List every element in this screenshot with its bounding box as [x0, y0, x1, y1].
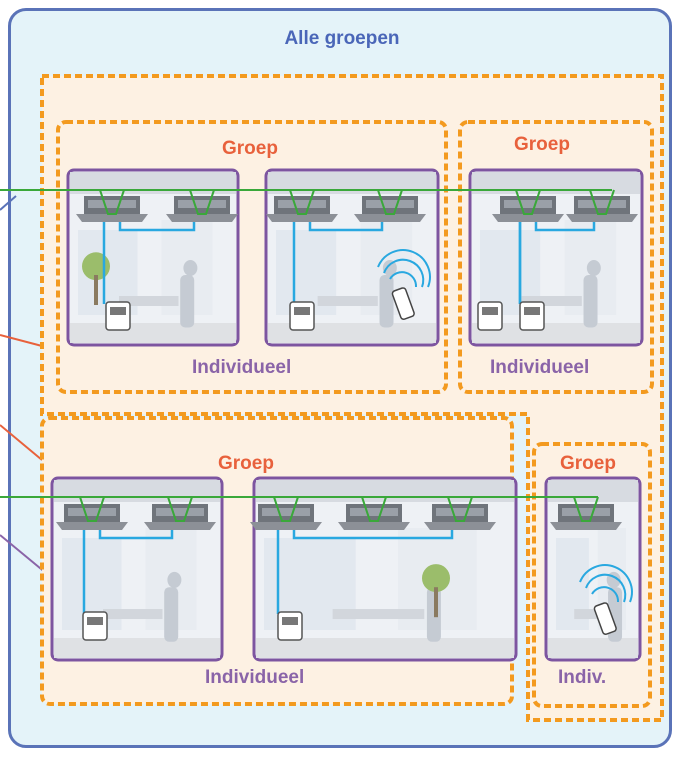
group-label-2: Groep — [514, 134, 570, 155]
ac-unit — [424, 504, 496, 530]
wall-controller — [289, 301, 315, 331]
ac-unit — [550, 504, 622, 530]
ac-unit — [166, 196, 238, 222]
ac-unit — [56, 504, 128, 530]
ac-unit — [266, 196, 338, 222]
wall-controller — [277, 611, 303, 641]
remote-control — [377, 249, 431, 320]
room-5 — [250, 476, 518, 662]
ac-unit — [144, 504, 216, 530]
wall-controller — [477, 301, 503, 331]
individual-label-2: Individueel — [490, 357, 590, 378]
group-label-1: Groep — [222, 138, 278, 159]
individual-label-1: Individueel — [192, 357, 292, 378]
group-box-1 — [56, 120, 448, 394]
room-4 — [50, 476, 224, 662]
group-label-4: Groep — [560, 453, 616, 474]
individual-label-4: Indiv. — [558, 667, 607, 688]
wall-controller — [519, 301, 545, 331]
room-6 — [544, 476, 642, 662]
wall-controller — [82, 611, 108, 641]
group-box-4 — [532, 442, 652, 708]
ac-unit — [76, 196, 148, 222]
ac-unit — [338, 504, 410, 530]
ac-unit — [250, 504, 322, 530]
ac-unit — [354, 196, 426, 222]
room-1 — [66, 168, 240, 347]
ac-unit — [566, 196, 638, 222]
wall-controller — [105, 301, 131, 331]
room-3 — [468, 168, 644, 347]
all-groups-title: Alle groepen — [284, 28, 400, 49]
group-label-3: Groep — [218, 453, 274, 474]
ac-unit — [492, 196, 564, 222]
individual-label-3: Individueel — [205, 667, 305, 688]
group-box-2 — [458, 120, 654, 394]
remote-control — [579, 564, 633, 635]
